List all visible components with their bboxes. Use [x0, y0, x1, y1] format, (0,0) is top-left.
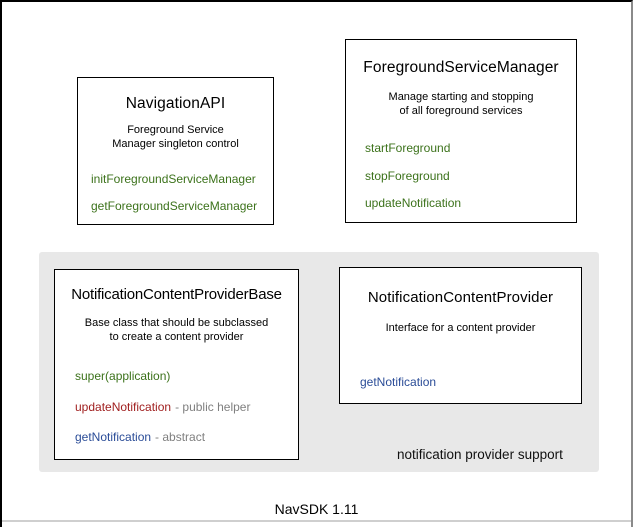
method-name: getForegroundServiceManager: [91, 199, 258, 213]
class-description: Foreground Service Manager singleton con…: [112, 124, 239, 150]
method-name: updateNotification: [365, 196, 462, 210]
method-startforeground: startForeground: [365, 141, 450, 155]
region-label: notification provider support: [397, 447, 563, 462]
method-stopforeground: stopForeground: [365, 169, 450, 183]
method-updatenotification: updateNotification: [365, 196, 461, 210]
class-box-navigation-api: NavigationAPI Foreground Service Manager…: [77, 77, 274, 225]
method-note: - abstract: [155, 430, 206, 444]
class-title: NavigationAPI: [125, 95, 226, 112]
method-super-application: super(application): [75, 369, 170, 383]
class-box-notification-content-provider: NotificationContentProvider Interface fo…: [339, 267, 582, 404]
method-initforegroundservicemanager: initForegroundServiceManager: [91, 172, 256, 186]
sdk-version-label: NavSDK 1.11: [274, 501, 359, 517]
method-name: getNotification: [75, 430, 152, 444]
class-title: ForegroundServiceManager: [363, 59, 559, 76]
class-description: Base class that should be subclassed to …: [84, 317, 269, 343]
method-getforegroundservicemanager: getForegroundServiceManager: [91, 199, 257, 213]
method-name: super(application): [75, 369, 171, 383]
bottom-divider: [2, 520, 631, 522]
method-name: updateNotification: [75, 400, 172, 414]
class-description: Interface for a content provider: [385, 322, 536, 334]
class-title: NotificationContentProvider: [367, 289, 554, 306]
class-description: Manage starting and stopping of all fore…: [388, 91, 534, 117]
method-note: - public helper: [175, 400, 251, 414]
class-box-notification-content-provider-base: NotificationContentProviderBase Base cla…: [54, 269, 299, 460]
method-updatenotification: updateNotification- public helper: [75, 400, 250, 414]
method-name: initForegroundServiceManager: [91, 172, 256, 186]
method-name: getNotification: [360, 375, 437, 389]
method-name: stopForeground: [365, 169, 450, 183]
method-name: startForeground: [365, 141, 451, 155]
method-getnotification: getNotification- abstract: [75, 430, 205, 444]
method-getnotification: getNotification: [360, 375, 436, 389]
class-title: NotificationContentProviderBase: [71, 286, 282, 303]
class-box-foreground-service-manager: ForegroundServiceManager Manage starting…: [345, 39, 577, 223]
